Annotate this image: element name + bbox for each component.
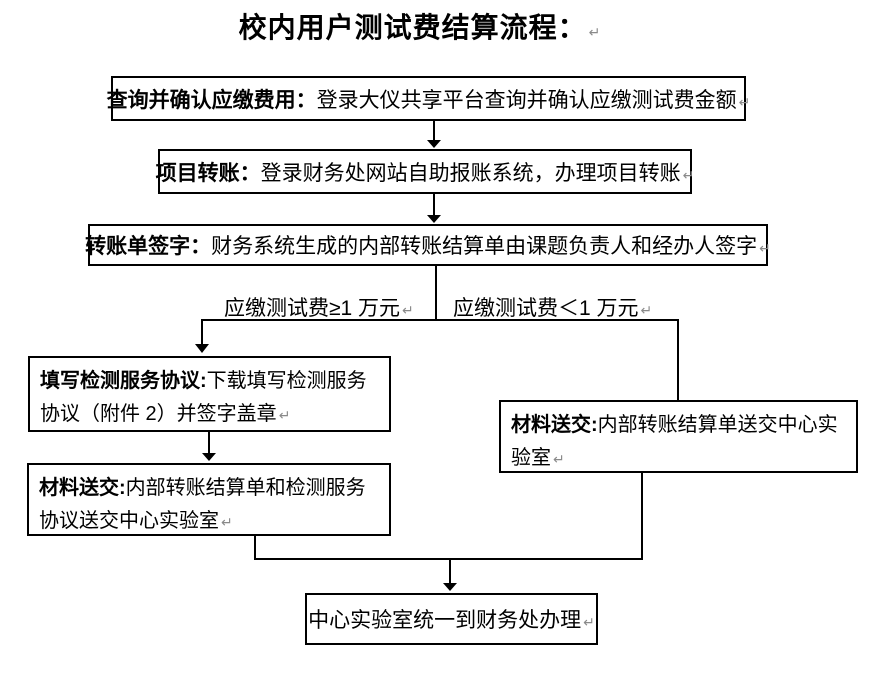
final-desc: 中心实验室统一到财务处办理 bbox=[308, 609, 582, 632]
paragraph-mark-icon: ↵ bbox=[221, 514, 233, 530]
arrowhead-step2-to-step3 bbox=[427, 215, 441, 223]
arrowhead-step1-to-step2 bbox=[427, 140, 441, 148]
materials-left-desc: 内部转账结算单和检测服务协议送交中心实验室 bbox=[39, 477, 366, 532]
page-title: 校内用户测试费结算流程：↵ bbox=[0, 6, 840, 46]
paragraph-mark-icon: ↵ bbox=[738, 93, 751, 110]
paragraph-mark-icon: ↵ bbox=[682, 166, 695, 183]
paragraph-mark-icon: ↵ bbox=[759, 240, 771, 256]
step2-label: 项目转账： bbox=[155, 161, 261, 185]
arrowhead-merge-to-final bbox=[443, 583, 457, 591]
step3-label: 转账单签字： bbox=[85, 235, 212, 258]
step3-box: 转账单签字：财务系统生成的内部转账结算单由课题负责人和经办人签字↵ bbox=[85, 224, 771, 266]
paragraph-mark-icon: ↵ bbox=[588, 24, 602, 40]
materials-right-box: 材料送交:内部转账结算单送交中心实验室↵ bbox=[499, 400, 858, 473]
agreement-desc: 下载填写检测服务协议（附件 2）并签字盖章 bbox=[40, 370, 367, 425]
final-box: 中心实验室统一到财务处办理↵ bbox=[305, 593, 598, 645]
step2-desc: 登录财务处网站自助报账系统，办理项目转账 bbox=[260, 161, 681, 185]
branch-left-condition: 应缴测试费≥1 万元↵ bbox=[224, 297, 414, 320]
step1-box: 查询并确认应缴费用：登录大仪共享平台查询并确认应缴测试费金额↵ bbox=[107, 76, 750, 121]
step1-desc: 登录大仪共享平台查询并确认应缴测试费金额 bbox=[316, 88, 737, 112]
branch-right-condition: 应缴测试费＜1 万元↵ bbox=[453, 297, 653, 320]
step2-box: 项目转账：登录财务处网站自助报账系统，办理项目转账↵ bbox=[155, 149, 695, 194]
paragraph-mark-icon: ↵ bbox=[640, 302, 653, 318]
paragraph-mark-icon: ↵ bbox=[402, 302, 414, 318]
step1-label: 查询并确认应缴费用： bbox=[106, 88, 317, 112]
materials-right-label: 材料送交: bbox=[511, 414, 598, 436]
step3-desc: 财务系统生成的内部转账结算单由课题负责人和经办人签字 bbox=[211, 235, 758, 258]
paragraph-mark-icon: ↵ bbox=[278, 407, 291, 423]
materials-left-label: 材料送交: bbox=[39, 477, 126, 499]
materials-left-box: 材料送交:内部转账结算单和检测服务协议送交中心实验室↵ bbox=[27, 463, 391, 536]
page-title-text: 校内用户测试费结算流程： bbox=[238, 12, 587, 43]
agreement-label: 填写检测服务协议: bbox=[40, 370, 207, 392]
paragraph-mark-icon: ↵ bbox=[583, 614, 595, 630]
paragraph-mark-icon: ↵ bbox=[553, 451, 565, 467]
materials-right-desc: 内部转账结算单送交中心实验室 bbox=[511, 414, 838, 469]
arrowhead-branch-left bbox=[195, 344, 209, 353]
arrowhead-agreement-to-materials bbox=[202, 453, 216, 461]
agreement-box: 填写检测服务协议:下载填写检测服务协议（附件 2）并签字盖章↵ bbox=[28, 356, 391, 432]
